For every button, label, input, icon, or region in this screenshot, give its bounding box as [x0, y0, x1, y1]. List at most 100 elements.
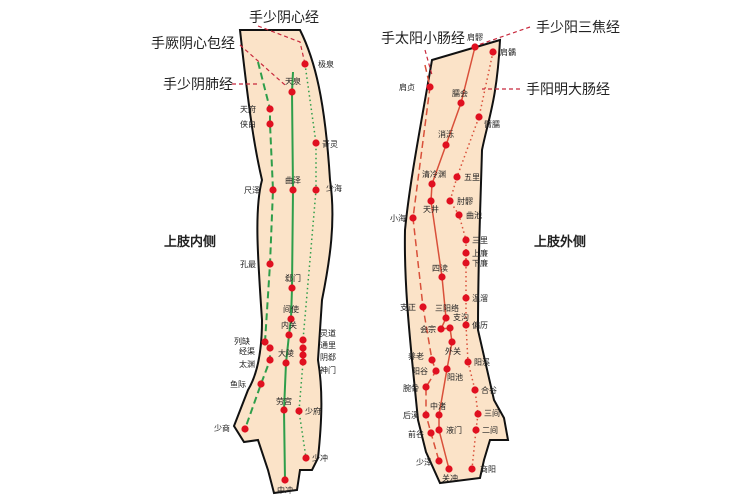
acupoint-outer-dot	[435, 426, 443, 434]
acupoint-outer-dot	[443, 365, 451, 373]
acupoint-label: 尺泽	[244, 186, 260, 195]
sanjiao-meridian-line	[430, 46, 476, 470]
acupoint-label: 少海	[326, 183, 342, 193]
acupoint-label: 清冷渊	[422, 169, 446, 179]
small-intestine-meridian-line	[412, 64, 440, 462]
acupoint-label: 液门	[446, 425, 462, 435]
acupoint-label: 二间	[482, 426, 498, 435]
acupoint-label: 灵道	[320, 328, 336, 338]
acupoint-label: 青灵	[322, 139, 338, 149]
acupoint-outer-dot	[462, 236, 470, 244]
acupoint-outer-dot	[472, 426, 480, 434]
acupoint-label: 五里	[464, 173, 480, 182]
acupoint-label: 外关	[445, 346, 461, 356]
acupoint-inner-dot	[257, 380, 265, 388]
acupoint-outer-dot	[462, 249, 470, 257]
acupoint-outer-dot	[453, 173, 461, 181]
acupoint-inner-dot	[285, 331, 293, 339]
inner-arm-outline	[232, 29, 334, 495]
meridian-title: 手少阴心经	[249, 10, 319, 26]
acupoint-label: 后溪	[403, 410, 419, 420]
acupoint-label: 三间	[484, 409, 500, 418]
acupoint-label: 神门	[320, 365, 336, 375]
acupoint-label: 天泉	[285, 76, 301, 86]
acupoint-label: 通里	[320, 340, 336, 350]
acupoint-inner-dot	[302, 454, 310, 462]
acupoint-label: 经渠	[239, 346, 255, 356]
acupoint-inner-dot	[266, 356, 274, 364]
acupoint-label: 少泽	[416, 458, 432, 467]
acupoint-outer-dot	[428, 180, 436, 188]
acupoint-inner-dot	[312, 139, 320, 147]
acupoint-label: 上廉	[472, 248, 488, 258]
acupoint-label: 少冲	[312, 453, 328, 463]
acupoint-outer-dot	[457, 99, 465, 107]
acupoint-outer-dot	[442, 141, 450, 149]
acupoint-outer-dot	[428, 356, 436, 364]
acupoint-inner-dot	[299, 358, 307, 366]
meridian-title: 手少阴肺经	[163, 77, 233, 93]
acupoint-outer-dot	[435, 457, 443, 465]
acupoint-inner-dot	[266, 105, 274, 113]
acupoint-label: 肘髎	[457, 197, 473, 206]
acupoint-inner-dot	[266, 120, 274, 128]
acupoint-label: 臑会	[452, 88, 468, 98]
acupoint-outer-dot	[464, 358, 472, 366]
inner-side-title: 上肢内侧	[164, 234, 216, 250]
acupoint-label: 阳溪	[474, 357, 490, 367]
acupoint-label: 侠白	[240, 119, 256, 129]
acupoint-outer-dot	[422, 411, 430, 419]
acupoint-outer-dot	[419, 303, 427, 311]
acupoint-outer-dot	[471, 386, 479, 394]
acupoint-label: 臂臑	[484, 119, 500, 129]
acupoint-label: 偏历	[472, 320, 488, 330]
acupoint-label: 大陵	[278, 348, 294, 358]
lung-meridian-line	[244, 61, 275, 430]
acupoint-label: 小海	[390, 213, 406, 223]
acupoint-label: 四渎	[432, 263, 448, 273]
acupoint-label: 温溜	[472, 293, 488, 303]
leader-line	[239, 44, 286, 86]
acupoint-outer-dot	[446, 324, 454, 332]
acupoint-inner-dot	[287, 315, 295, 323]
acupoint-outer-dot	[455, 211, 463, 219]
acupoint-label: 极泉	[318, 59, 334, 69]
acupoint-label: 前谷	[408, 429, 424, 439]
acupoint-outer-dot	[409, 214, 417, 222]
acupoint-outer-dot	[437, 325, 445, 333]
acupoint-label: 少府	[305, 406, 321, 416]
meridian-title: 手阳明大肠经	[526, 82, 610, 98]
acupoint-label: 间使	[283, 304, 299, 314]
acupoint-outer-dot	[426, 83, 434, 91]
acupoint-inner-dot	[295, 407, 303, 415]
acupoint-label: 曲泽	[285, 175, 301, 185]
acupoint-label: 内关	[281, 320, 297, 330]
acupoint-label: 腕骨	[403, 383, 419, 393]
leader-line	[424, 49, 433, 76]
acupoint-outer-dot	[475, 113, 483, 121]
acupoint-label: 鱼际	[230, 379, 246, 389]
acupoint-label: 肩髎	[467, 32, 483, 42]
acupoint-inner-dot	[288, 88, 296, 96]
acupoint-label: 太渊	[239, 359, 255, 369]
acupoint-outer-dot	[422, 383, 430, 391]
acupoint-outer-dot	[427, 197, 435, 205]
acupoint-inner-dot	[281, 476, 289, 484]
acupoint-outer-dot	[471, 43, 479, 51]
acupoint-inner-dot	[266, 260, 274, 268]
acupoint-inner-dot	[280, 406, 288, 414]
acupoint-label: 劳宫	[276, 396, 292, 406]
acupoint-label: 郄门	[285, 273, 301, 283]
acupoint-outer-dot	[468, 465, 476, 473]
acupoint-label: 天府	[240, 104, 256, 114]
acupoint-label: 会宗	[420, 324, 436, 334]
acupoint-inner-dot	[312, 186, 320, 194]
acupoint-inner-dot	[299, 344, 307, 352]
acupoint-label: 关冲	[442, 473, 458, 483]
acupoint-inner-dot	[289, 186, 297, 194]
acupoint-inner-dot	[299, 336, 307, 344]
acupoint-inner-dot	[282, 359, 290, 367]
outer-arm-outline	[403, 38, 510, 485]
acupoint-label: 支沟	[453, 312, 469, 322]
